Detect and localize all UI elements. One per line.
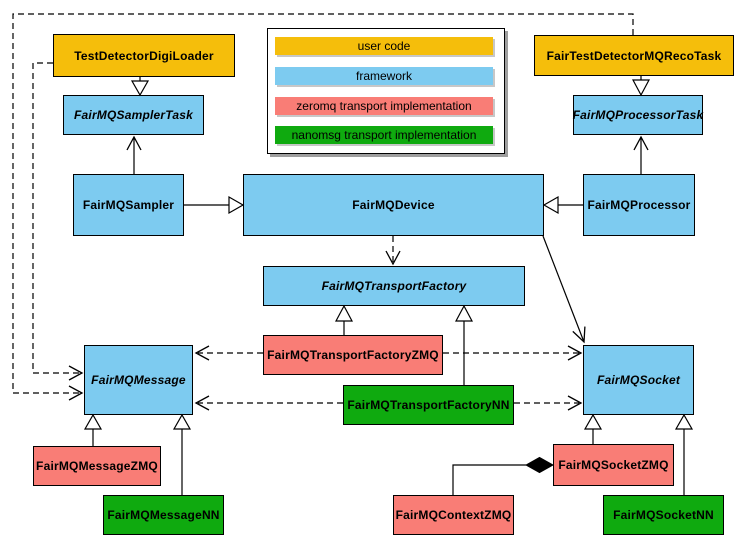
legend-item-framework: framework xyxy=(275,67,493,85)
class-box-fairmqmessagezmq: FairMQMessageZMQ xyxy=(33,446,161,486)
class-box-fairtestdetectormqrecotask: FairTestDetectorMQRecoTask xyxy=(534,35,734,76)
edge-inheritance-recotask-processortask xyxy=(632,76,650,97)
edge-dependency-factorynn-message xyxy=(194,395,343,411)
class-box-fairmqprocessortask: FairMQProcessorTask xyxy=(573,95,703,135)
class-box-testdetectordigiloader: TestDetectorDigiLoader xyxy=(53,34,235,77)
legend: user code framework zeromq transport imp… xyxy=(267,28,505,154)
edge-association-processor-processortask xyxy=(633,135,649,174)
class-box-fairmqsocketzmq: FairMQSocketZMQ xyxy=(553,444,674,486)
class-box-fairmqmessage: FairMQMessage xyxy=(84,345,193,415)
edge-inheritance-messagenn-message xyxy=(172,413,192,495)
edge-dependency-factorynn-socket xyxy=(514,395,583,411)
legend-item-user-code: user code xyxy=(275,37,493,55)
edge-inheritance-factorynn-factory xyxy=(455,304,473,385)
edge-association-device-socket xyxy=(542,235,586,344)
class-box-fairmqsocket: FairMQSocket xyxy=(583,345,694,415)
class-box-fairmqtransportfactoryzmq: FairMQTransportFactoryZMQ xyxy=(263,335,443,375)
class-box-fairmqcontextzmq: FairMQContextZMQ xyxy=(393,495,514,535)
edge-dependency-factoryzmq-message xyxy=(194,345,263,361)
class-box-fairmqtransportfactory: FairMQTransportFactory xyxy=(263,266,525,306)
edge-dependency-device-transportfactory xyxy=(385,236,401,266)
class-box-fairmqsampler: FairMQSampler xyxy=(73,174,184,236)
edge-inheritance-sampler-device xyxy=(184,195,245,215)
class-box-fairmqsocketnn: FairMQSocketNN xyxy=(603,495,724,535)
edge-association-sampler-samplertask xyxy=(126,135,142,174)
class-box-fairmqsamplertask: FairMQSamplerTask xyxy=(63,95,204,135)
edge-dependency-factoryzmq-socket xyxy=(443,345,583,361)
edge-inheritance-factoryzmq-factory xyxy=(335,304,353,335)
edge-inheritance-socketnn-socket xyxy=(674,413,694,495)
edge-inheritance-socketzmq-socket xyxy=(583,413,603,444)
edge-inheritance-processor-device xyxy=(542,195,583,215)
legend-item-zeromq: zeromq transport implementation xyxy=(275,97,493,115)
edge-inheritance-digiloader-samplertask xyxy=(130,77,150,97)
legend-item-nanomsg: nanomsg transport implementation xyxy=(275,126,493,144)
edge-composition-socketzmq-contextzmq xyxy=(452,456,555,495)
class-box-fairmqprocessor: FairMQProcessor xyxy=(583,174,695,236)
class-box-fairmqmessagenn: FairMQMessageNN xyxy=(103,495,224,535)
class-box-fairmqdevice: FairMQDevice xyxy=(243,174,544,236)
edge-inheritance-messagezmq-message xyxy=(83,413,103,446)
class-box-fairmqtransportfactorynn: FairMQTransportFactoryNN xyxy=(343,385,514,425)
